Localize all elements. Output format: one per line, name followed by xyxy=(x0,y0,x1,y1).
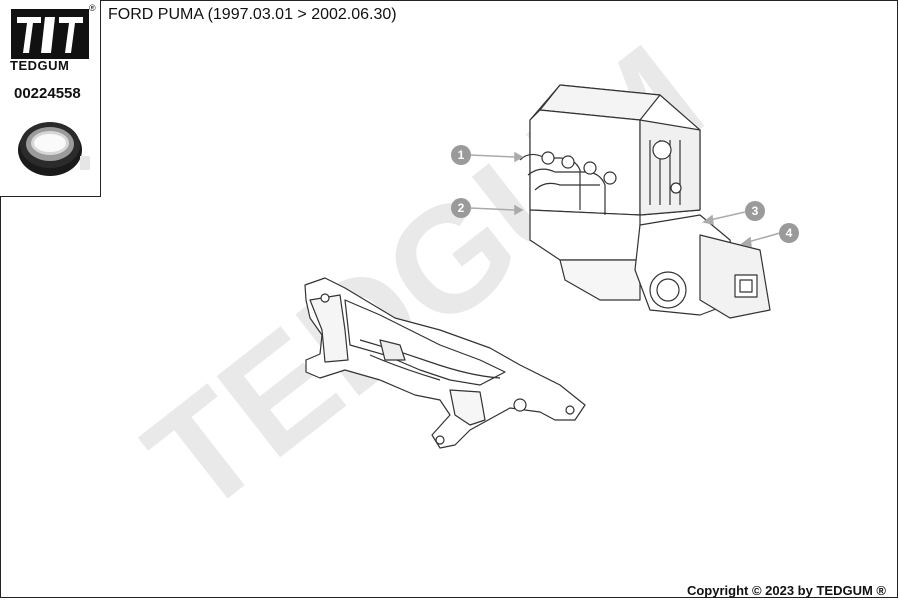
copyright-notice: Copyright © 2023 by TEDGUM ® xyxy=(686,583,886,598)
callout-3: 3 xyxy=(745,201,765,221)
registered-mark: ® xyxy=(89,3,96,13)
bearing-ring-icon xyxy=(18,122,90,176)
callout-2: 2 xyxy=(451,198,471,218)
part-number: 00224558 xyxy=(14,85,81,102)
callout-4-label: 4 xyxy=(786,226,793,240)
callout-2-label: 2 xyxy=(458,201,465,215)
callout-1-label: 1 xyxy=(458,148,465,162)
callout-3-label: 3 xyxy=(752,204,759,218)
subframe-illustration xyxy=(304,277,586,449)
callout-1: 1 xyxy=(451,145,471,165)
brand-name: TEDGUM xyxy=(10,58,70,73)
page-title: FORD PUMA (1997.03.01 > 2002.06.30) xyxy=(108,6,397,23)
logo-panel: ® TEDGUM 00224558 xyxy=(0,0,101,197)
callout-4: 4 xyxy=(779,223,799,243)
tedgum-logo-icon xyxy=(11,9,89,59)
engine-illustration xyxy=(519,84,771,319)
